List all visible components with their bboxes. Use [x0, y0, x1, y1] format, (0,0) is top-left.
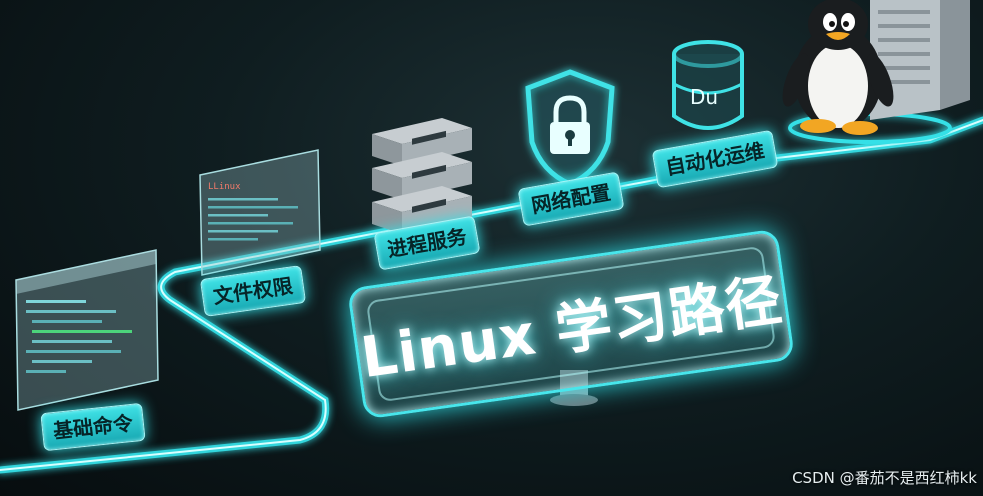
database-label: Du: [690, 85, 718, 109]
panel-header-text: LLinux: [208, 182, 241, 192]
watermark-text: CSDN @番茄不是西红柿kk: [792, 469, 977, 487]
